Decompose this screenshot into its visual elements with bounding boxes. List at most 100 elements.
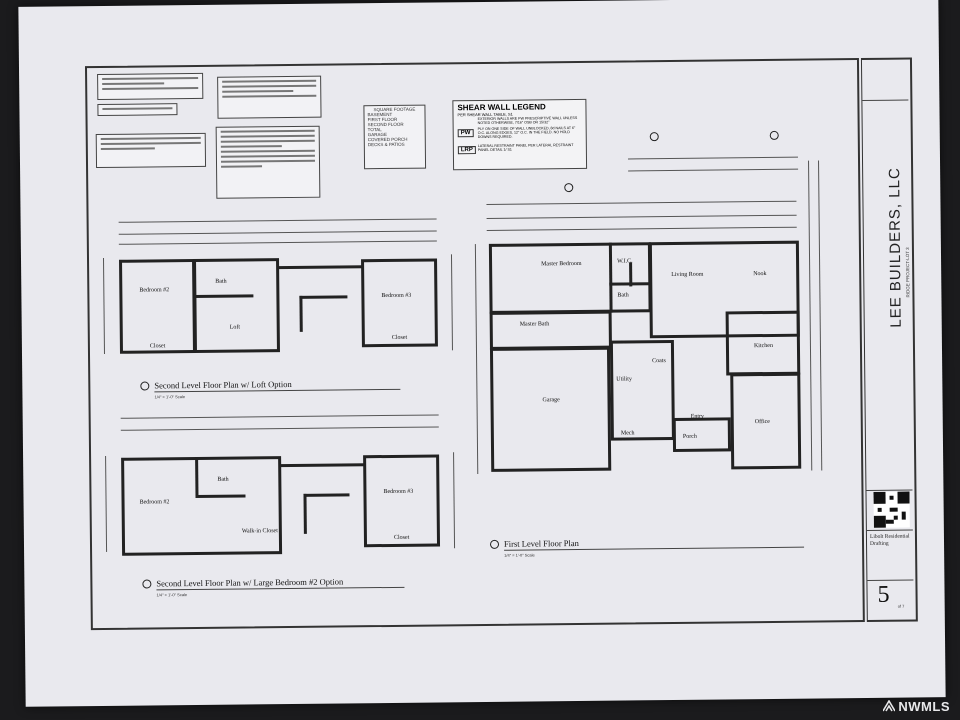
label-wic: W.I.C. [617,258,633,265]
wall [193,294,254,299]
legend-row-lrp: LRP LATERAL RESTRAINT PANEL PER LATERAL … [454,142,586,159]
label-walk-in-closet: Walk-in Closet [241,528,278,535]
label-closet: Closet [391,334,408,341]
title-block-divider [867,579,914,581]
drawing-marker-icon [140,381,150,391]
title-block-divider [866,529,913,531]
drawing-marker-icon [142,579,152,589]
dimension-line [486,214,797,219]
label-living-room: Living Room [671,271,704,279]
drafter-name: Libolt Residential Drafting [869,533,910,547]
label-bath: Bath [217,476,229,483]
grid-marker-icon [769,130,779,140]
room-bedroom-2-large [121,456,283,556]
company-name: LEE BUILDERS, LLC [886,167,905,328]
dimension-line [120,414,439,419]
blueprint-paper: SQUARE FOOTAGE BASEMENT FIRST FLOOR SECO… [18,0,946,707]
dimension-line [450,254,453,351]
room-bedroom-2 [119,259,196,354]
legend-intro: EXTERIOR WALLS ARE PW PRESCRIPTIVE WALL … [477,115,578,126]
wall [629,262,633,287]
plan-title-large-bedroom-option: Second Level Floor Plan w/ Large Bedroom… [156,576,344,589]
room-porch [672,417,732,453]
dimension-line [486,200,797,205]
nwmls-watermark: NWMLS [882,699,950,714]
label-nook: Nook [753,271,767,278]
label-closet: Closet [149,343,166,350]
sheet-of: of 7 [897,603,905,609]
wall [299,295,348,299]
dimension-line [474,244,479,475]
dimension-line [102,257,105,354]
wall [303,493,307,534]
drawing-marker-icon [489,539,500,549]
grid-marker-icon [564,183,574,193]
legend-row-pw: PW PLY ON ONE SIDE OF WALL UNBLOCKED, 8d… [454,125,586,142]
room-bedroom-3 [363,454,441,548]
label-bath: Bath [215,278,227,285]
nwmls-logo-icon [882,699,897,712]
legend-text-lrp: LATERAL RESTRAINT PANEL PER LATERAL REST… [477,143,574,153]
room-loft-wing [193,258,280,354]
label-bath: Bath [617,292,629,299]
label-coats: Coats [652,358,666,365]
dimension-line [118,230,437,235]
wall [195,456,199,498]
dimension-line [120,426,439,431]
label-mech: Mech [620,430,635,437]
wall [299,295,303,332]
dimension-line [628,168,799,172]
plan-scale: 1/4" = 1'-0" Scale [504,552,535,558]
drawing-sheet: SQUARE FOOTAGE BASEMENT FIRST FLOOR SECO… [84,58,865,631]
dimension-line [118,218,437,223]
room-master-bedroom [488,242,652,314]
dimension-line [627,156,798,160]
dimension-line [118,240,437,245]
label-garage: Garage [542,397,560,404]
label-office: Office [754,418,770,426]
label-entry: Entry [690,413,705,420]
room-garage [489,346,612,472]
label-closet: Closet [393,534,410,541]
general-note-1 [97,72,204,101]
legend-text-pw: PLY ON ONE SIDE OF WALL UNBLOCKED, 8d NA… [477,126,576,140]
room-utility-entry [609,339,675,441]
dimension-line [105,455,108,552]
plan-title-first-level: First Level Floor Plan [503,537,579,549]
square-footage-table: SQUARE FOOTAGE BASEMENT FIRST FLOOR SECO… [363,104,427,170]
label-utility: Utility [616,376,632,383]
area-row-decks: DECKS & PATIOS [367,141,405,148]
label-master-bedroom: Master Bedroom [541,260,582,268]
plan-scale: 1/4" = 1'-0" Scale [156,592,188,598]
dimension-line [453,452,456,549]
shear-wall-legend: SHEAR WALL LEGEND PER SHEAR WALL TABLE, … [452,98,588,171]
general-note-5 [215,125,321,199]
room-master-bath [489,310,612,350]
label-loft: Loft [229,324,241,331]
label-kitchen: Kitchen [753,342,773,350]
general-note-2 [97,103,178,117]
wall [277,265,364,270]
sheet-number: 5 [877,581,890,608]
general-note-3 [95,132,207,169]
project-name: RIDGE PROJECT-LOT 3 [904,247,911,298]
plan-title-loft-option: Second Level Floor Plan w/ Loft Option [154,378,292,391]
title-block: Libolt Residential Drafting 5 of 7 [860,57,918,622]
dimension-line [818,160,823,471]
wall [303,493,350,497]
nwmls-label: NWMLS [898,699,950,714]
legend-code-lrp: LRP [457,146,476,155]
qr-code-icon [873,491,910,528]
label-bedroom-2: Bedroom #2 [139,499,170,506]
dimension-line [486,226,797,231]
general-note-4 [217,75,322,119]
label-bedroom-3: Bedroom #3 [383,488,414,496]
dimension-line [808,160,813,471]
label-porch: Porch [682,433,697,440]
wall [195,494,246,499]
label-bedroom-2: Bedroom #2 [139,287,170,294]
grid-marker-icon [649,132,659,142]
title-block-divider [862,99,909,102]
legend-code-pw: PW [457,129,474,138]
wall [279,463,366,468]
